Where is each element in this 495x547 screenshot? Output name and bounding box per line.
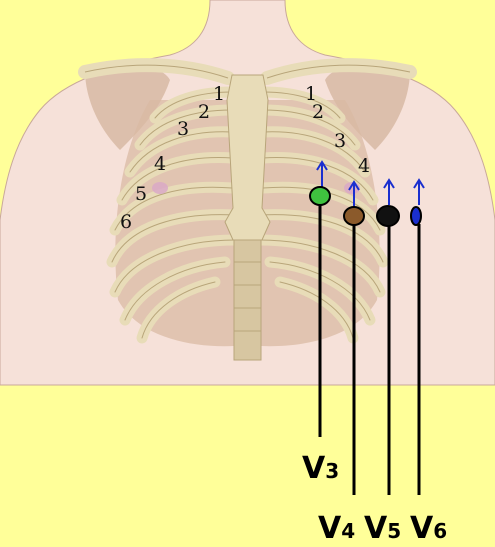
rib-number: 4: [154, 153, 166, 175]
electrode-v5: [377, 206, 399, 226]
electrode-v3: [310, 187, 330, 205]
sternum: [225, 75, 270, 240]
rib-number: 6: [120, 211, 132, 233]
lead-labels: V3 V4 V5 V6: [302, 451, 447, 546]
lead-label-v5: V5: [364, 511, 401, 546]
rib-number: 2: [198, 101, 210, 123]
rib-number: 2: [312, 101, 324, 123]
rib-number: 4: [358, 155, 370, 177]
lead-label-v3: V3: [302, 451, 339, 486]
rib-number: 3: [334, 130, 346, 152]
intercostal-marker-left: [152, 182, 168, 194]
electrode-v6: [411, 207, 421, 225]
spine: [234, 240, 261, 360]
lead-label-v6: V6: [410, 511, 447, 546]
rib-number: 1: [213, 83, 225, 105]
rib-number: 3: [177, 118, 189, 140]
rib-number: 5: [135, 183, 147, 205]
lead-label-v4: V4: [318, 511, 355, 546]
electrode-v4: [344, 207, 364, 225]
